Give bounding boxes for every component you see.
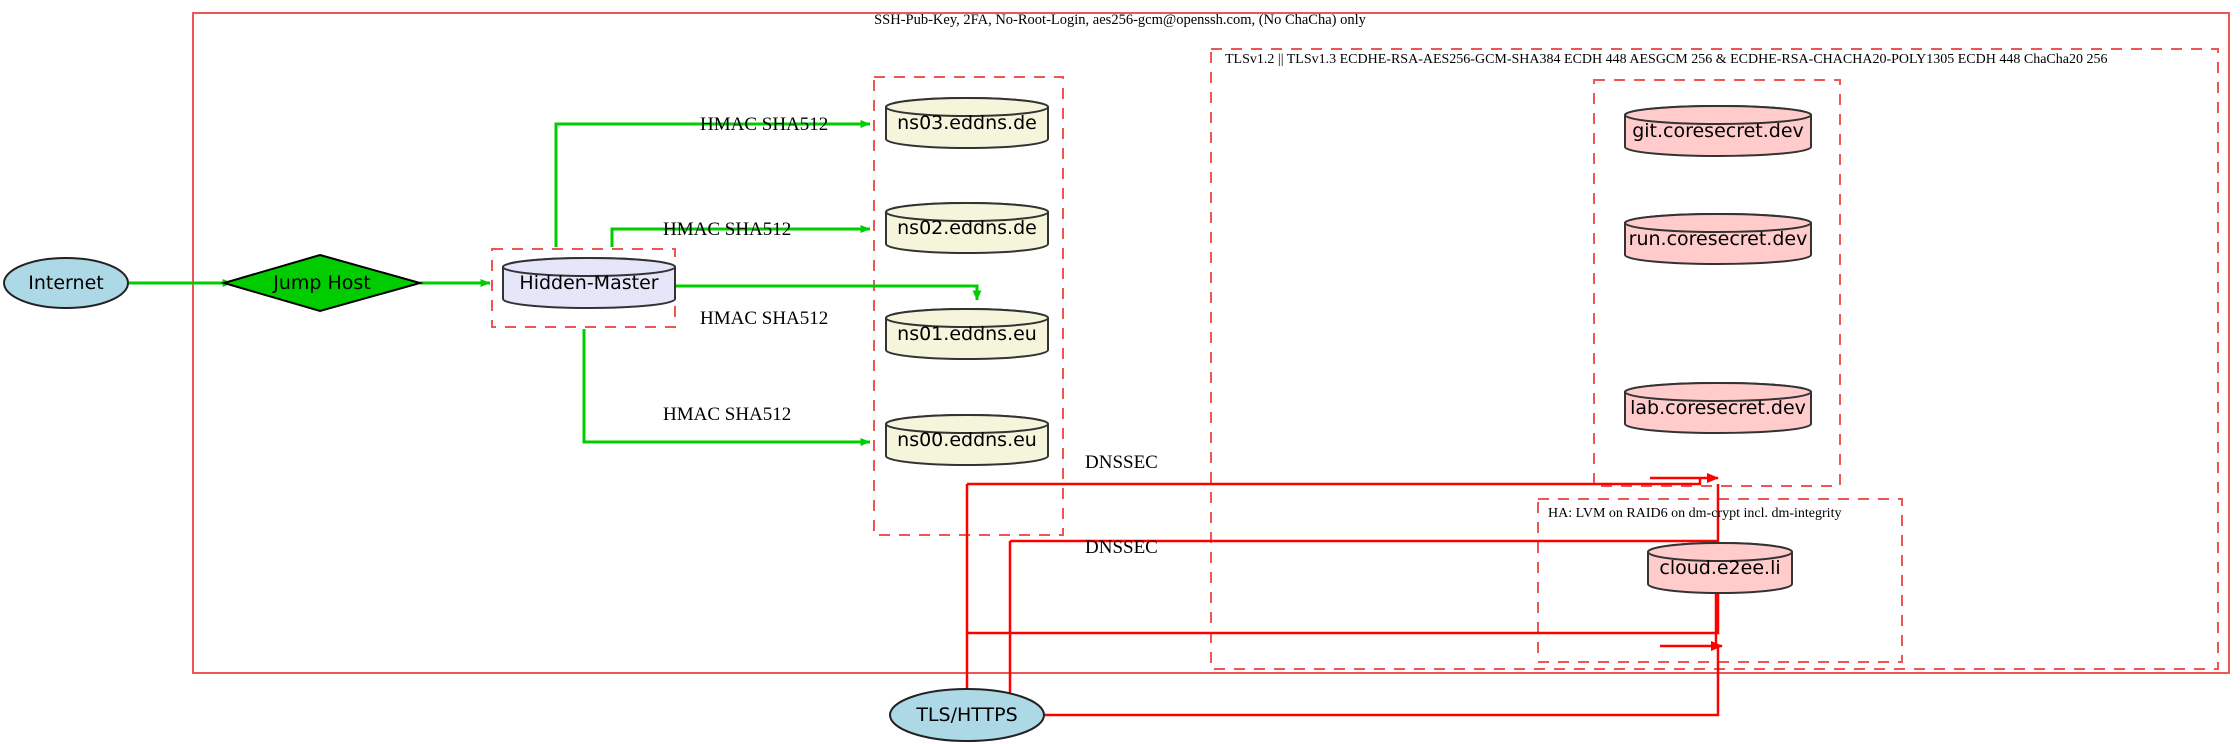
edge-dnssec-1	[965, 473, 1720, 635]
node-cloud-e2ee[interactable]	[1647, 542, 1793, 594]
node-ns02[interactable]	[885, 202, 1049, 254]
node-ns03[interactable]	[885, 97, 1049, 149]
cluster-dns	[873, 76, 1064, 536]
node-git-coresecret[interactable]	[1624, 105, 1812, 157]
node-jumphost[interactable]	[220, 253, 424, 313]
edge-master-ns00	[582, 329, 871, 446]
cluster-tls-label: TLSv1.2 || TLSv1.3 ECDHE-RSA-AES256-GCM-…	[1225, 52, 2108, 67]
cluster-app	[1593, 79, 1841, 487]
node-ns01[interactable]	[885, 308, 1049, 360]
edge-master-ns02	[610, 225, 871, 247]
edge-label-hmac-ns02: HMAC SHA512	[663, 219, 792, 240]
node-internet[interactable]	[3, 257, 129, 309]
edge-label-dnssec-1: DNSSEC	[1085, 452, 1158, 473]
edge-label-hmac-ns01: HMAC SHA512	[700, 308, 829, 329]
edge-dnssec-2	[1008, 539, 1723, 700]
node-hidden-master[interactable]	[502, 257, 676, 309]
cluster-ha	[1537, 498, 1903, 663]
edge-master-ns01	[674, 284, 982, 301]
node-run-coresecret[interactable]	[1624, 213, 1812, 265]
node-tls-https[interactable]	[889, 688, 1045, 742]
edge-label-dnssec-2: DNSSEC	[1085, 537, 1158, 558]
edge-label-hmac-ns03: HMAC SHA512	[700, 114, 829, 135]
edge-master-ns03	[554, 120, 871, 247]
cluster-tls	[1210, 48, 2219, 670]
cluster-ha-label: HA: LVM on RAID6 on dm-crypt incl. dm-in…	[1548, 506, 1842, 521]
cluster-ssh-label: SSH-Pub-Key, 2FA, No-Root-Login, aes256-…	[874, 12, 1366, 28]
node-ns00[interactable]	[885, 414, 1049, 466]
node-lab-coresecret[interactable]	[1624, 382, 1812, 434]
edge-label-hmac-ns00: HMAC SHA512	[663, 404, 792, 425]
cluster-ssh-outer	[192, 12, 2230, 674]
